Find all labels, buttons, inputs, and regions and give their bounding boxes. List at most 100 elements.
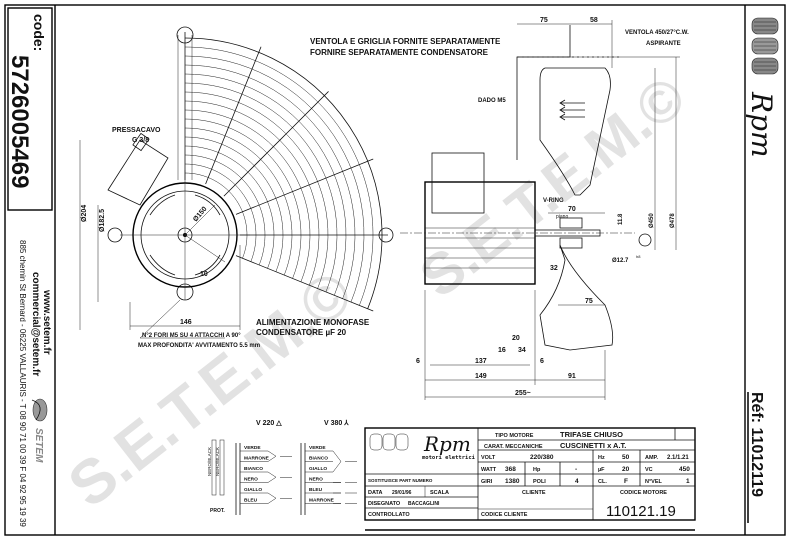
grille-ring [184, 46, 374, 306]
dim-6-left: 6 [416, 358, 420, 365]
client-code-label: CODICE CLIENTE [481, 512, 528, 518]
grille-ring [184, 127, 293, 276]
note-fan-grille: VENTOLA E GRIGLIA FORNITE SEPARATAMENTE [310, 37, 501, 46]
v380-title: V 380 ⅄ [324, 419, 349, 427]
wiring-diagrams: NERO/BLACK NERO/BLACK PROT. V 220 △ V 38… [207, 419, 357, 515]
wire-label: BLEU [244, 498, 258, 504]
dim-10: 10 [200, 271, 208, 278]
wire-label: VERDE [244, 445, 261, 451]
dim-91: 91 [568, 373, 576, 380]
hp-label: Hp [533, 467, 541, 473]
rpm-logo-text: Rpm [745, 91, 778, 158]
note-capacitor: FORNIRE SEPARATAMENTE CONDENSATORE [310, 48, 489, 57]
fan-grille-drawing [184, 32, 388, 312]
dim-dia-150: Ø150 [192, 206, 208, 224]
wire-label: BLEU [309, 487, 323, 493]
dim-dia-478: Ø478 [670, 213, 676, 228]
prot-label: PROT. [210, 508, 225, 514]
uf-value: 20 [622, 466, 630, 473]
uf-label: µF [598, 467, 605, 473]
dim-11-8: 11.8 [618, 213, 624, 225]
grille-ring [184, 91, 329, 289]
amp-label: AMP. [645, 455, 659, 461]
note-supply: ALIMENTAZIONE MONOFASE [256, 318, 370, 327]
grille-spoke [223, 91, 329, 197]
address: 885 chemin St Bernard - 06225 VALLAURIS … [18, 240, 27, 527]
fan-type: ASPIRANTE [646, 41, 681, 47]
wire-label: NERO [244, 477, 258, 483]
dim-6-right: 6 [540, 358, 544, 365]
watt-label: WATT [481, 467, 497, 473]
dim-75-lower: 75 [585, 298, 593, 305]
left-strip: code: 5726005469 www.setem.fr commercial… [6, 5, 56, 535]
grille-ring [184, 154, 266, 266]
cl-label: CL. [598, 479, 607, 485]
watt-value: 368 [505, 466, 516, 473]
dim-dia-182-5: Ø182.5 [99, 209, 106, 232]
tipo-motore-label: TIPO MOTORE [495, 433, 534, 439]
amp-value: 2.1/1.21 [667, 455, 689, 461]
drawn-by-label: DISEGNATO [368, 501, 401, 507]
wire-label: GIALLO [244, 487, 262, 493]
wire-label-black-1: NERO/BLACK [207, 447, 212, 476]
grille-ring [184, 145, 275, 269]
watermark: S.E.T.E.M.© [408, 64, 698, 310]
fan-blade-upper [539, 67, 611, 196]
cable-gland-thread: G 3/8 [132, 137, 149, 144]
svg-text:SETEM: SETEM [33, 428, 44, 463]
dim-146: 146 [180, 319, 192, 326]
wire-label: MARRONE [309, 498, 335, 504]
hp-value: - [575, 466, 577, 473]
volt-label: VOLT [481, 455, 496, 461]
rpm-coil-logo-icon [751, 17, 779, 75]
depth-note: MAX PROFONDITA' AVVITAMENTO 5.5 mm [138, 343, 260, 349]
wire-label: BIANCO [309, 456, 328, 462]
nut-label: DADO M5 [478, 98, 506, 104]
client-label: CLIENTE [522, 490, 546, 496]
volt-value: 220/380 [530, 454, 554, 461]
dim-58-top: 58 [590, 17, 598, 24]
grille-ring [184, 73, 347, 296]
wire-label: MARRONE [244, 456, 270, 462]
giri-label: GIRI [481, 479, 493, 485]
title-block-brand-sub: motori elettrici [422, 455, 476, 461]
vc-label: VC [645, 467, 653, 473]
title-block: Rpm motori elettrici TIPO MOTORE TRIFASE… [364, 427, 696, 521]
wire-label: VERDE [309, 445, 326, 451]
piano-label: piano [556, 214, 568, 220]
scale-label: SCALA [430, 490, 449, 496]
wire-label: GIALLO [309, 466, 327, 472]
carat-label: CARAT. MECCANICHE [484, 444, 543, 450]
code-box [7, 7, 53, 211]
website-link[interactable]: www.setem.fr [41, 289, 52, 355]
dim-32: 32 [550, 265, 558, 272]
nvel-label: N°VEL [645, 479, 663, 485]
dim-70: 70 [568, 206, 576, 213]
motor-code-value: 110121.19 [606, 503, 676, 520]
dim-20: 20 [512, 335, 520, 342]
terminal-box [107, 139, 169, 206]
grille-ring [184, 136, 284, 272]
dim-dia-204: Ø204 [81, 205, 88, 222]
grille-ring [184, 109, 311, 282]
carat-value: CUSCINETTI x A.T. [560, 441, 626, 450]
title-block-brand: Rpm [423, 432, 471, 456]
dim-255: 255~ [515, 390, 531, 397]
code-label: code: [31, 14, 47, 51]
front-view: PRESSACAVO G 3/8 Ø204 Ø182.5 Ø150 10 146… [79, 26, 394, 349]
poli-label: POLI [533, 479, 546, 485]
holes-note: N°2 FORI M5 SU 4 ATTACCHI A 90° [142, 333, 241, 339]
fan-blade-lower [539, 244, 614, 351]
grille-ring [184, 64, 356, 299]
cable-gland-label: PRESSACAVO [112, 127, 161, 134]
dim-149: 149 [475, 373, 487, 380]
cable-gland [132, 132, 150, 152]
checked-by-label: CONTROLLATO [368, 512, 410, 518]
right-strip: Rpm Réf: 11012119 [744, 5, 779, 535]
vring-label: V-RING [543, 198, 564, 204]
grille-spoke [235, 158, 374, 215]
motor-shaft [534, 229, 601, 237]
tipo-motore-value: TRIFASE CHIUSO [560, 430, 623, 439]
wire-label: BIANCO [244, 466, 263, 472]
email-link[interactable]: commercial@setem.fr [30, 272, 41, 376]
